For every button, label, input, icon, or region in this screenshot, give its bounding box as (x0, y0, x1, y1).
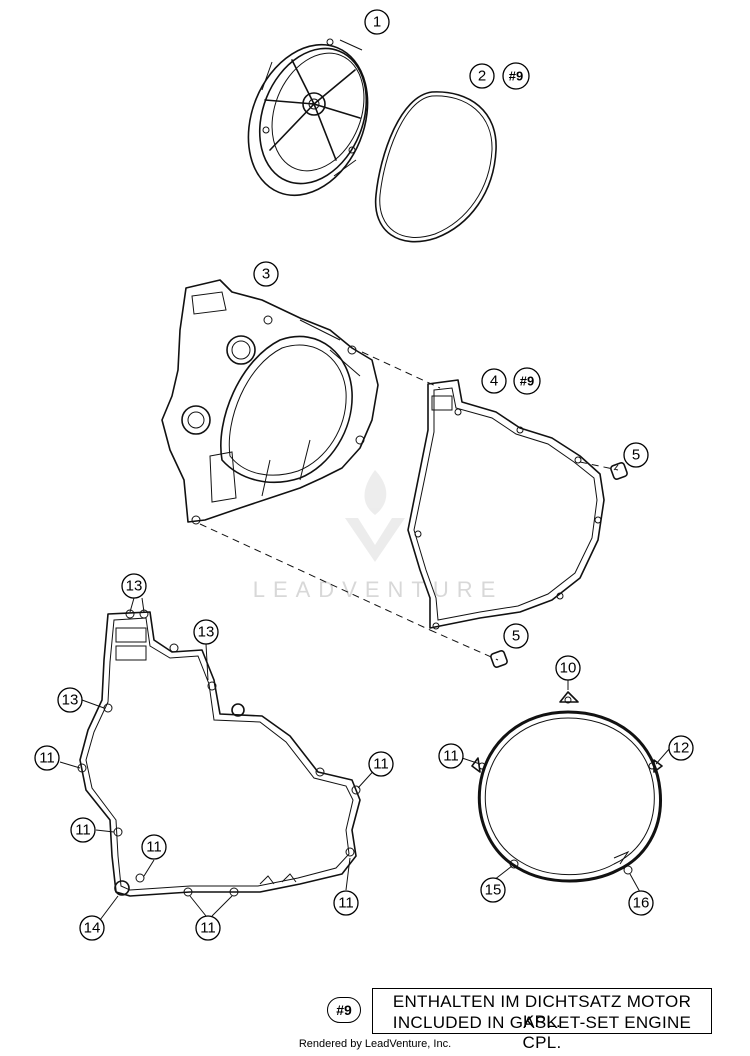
callout-1: 1 (364, 9, 390, 35)
callout-15: 15 (480, 877, 506, 903)
callout-11-f-label: 11 (200, 920, 216, 937)
callout-16-label: 16 (633, 895, 650, 912)
callout-4-label: 4 (490, 373, 498, 390)
callout-11-e-label: 11 (338, 895, 354, 912)
part-1-outer-clutch-cover (247, 38, 369, 197)
callout-13-mid-label: 13 (198, 624, 215, 641)
callout-5-lower-label: 5 (512, 628, 520, 645)
callout-5-lower: 5 (503, 623, 529, 649)
part-4-gasket (407, 379, 605, 630)
callout-11-b: 11 (368, 751, 394, 777)
part-5-dowel-lower (490, 650, 508, 668)
callout-3-label: 3 (262, 266, 270, 283)
callout-4: 4 (481, 368, 507, 394)
callout-12: 12 (668, 735, 694, 761)
callout-4-ref: #9 (513, 367, 541, 395)
callout-10-label: 10 (560, 660, 577, 677)
callout-11-c-label: 11 (75, 822, 91, 839)
legend-reference-badge: #9 (327, 997, 361, 1023)
legend-text-english: INCLUDED IN GASKET-SET ENGINE CPL. (392, 1013, 692, 1052)
callout-11-a: 11 (34, 745, 60, 771)
flame-logo-icon (345, 470, 405, 562)
render-credit: Rendered by LeadVenture, Inc. (298, 1038, 452, 1050)
callout-12-label: 12 (673, 740, 690, 757)
large-cover-gasket (77, 609, 361, 897)
legend-text-german: ENTHALTEN IM DICHTSATZ MOTOR KPL. (392, 992, 692, 1031)
callout-15-label: 15 (485, 882, 502, 899)
callout-11-b-label: 11 (373, 756, 389, 773)
callout-1-label: 1 (373, 14, 381, 31)
callout-11-d-label: 11 (146, 839, 162, 856)
callout-3: 3 (253, 261, 279, 287)
callout-13-left: 13 (57, 687, 83, 713)
round-gasket (471, 691, 663, 883)
callout-11-a-label: 11 (39, 750, 55, 767)
callout-16: 16 (628, 890, 654, 916)
callout-5-upper: 5 (623, 442, 649, 468)
callout-11-g: 11 (438, 743, 464, 769)
legend-box: ENTHALTEN IM DICHTSATZ MOTOR KPL. INCLUD… (372, 988, 712, 1052)
callout-5-upper-label: 5 (632, 447, 640, 464)
callout-2: 2 (469, 63, 495, 89)
callout-4-ref-label: #9 (520, 374, 534, 389)
callout-14-label: 14 (84, 920, 101, 937)
part-5-dowel-upper (610, 462, 628, 480)
watermark: LEADVENTURE (253, 470, 504, 602)
part-2-o-ring (374, 91, 497, 243)
callout-11-c: 11 (70, 817, 96, 843)
callout-13-top-label: 13 (126, 578, 143, 595)
callout-13-mid: 13 (193, 619, 219, 645)
watermark-text: LEADVENTURE (253, 577, 504, 602)
callout-11-f: 11 (195, 915, 221, 941)
callout-2-ref-label: #9 (509, 69, 523, 84)
callout-11-e: 11 (333, 890, 359, 916)
callout-13-left-label: 13 (62, 692, 79, 709)
callout-2-ref: #9 (502, 62, 530, 90)
callout-11-d: 11 (141, 834, 167, 860)
callout-10: 10 (555, 655, 581, 681)
callout-14: 14 (79, 915, 105, 941)
alignment-lines (199, 351, 619, 661)
part-3-clutch-cover-housing (161, 279, 379, 525)
callout-11-g-label: 11 (443, 748, 459, 765)
callout-13-top: 13 (121, 573, 147, 599)
callout-2-label: 2 (478, 68, 486, 85)
